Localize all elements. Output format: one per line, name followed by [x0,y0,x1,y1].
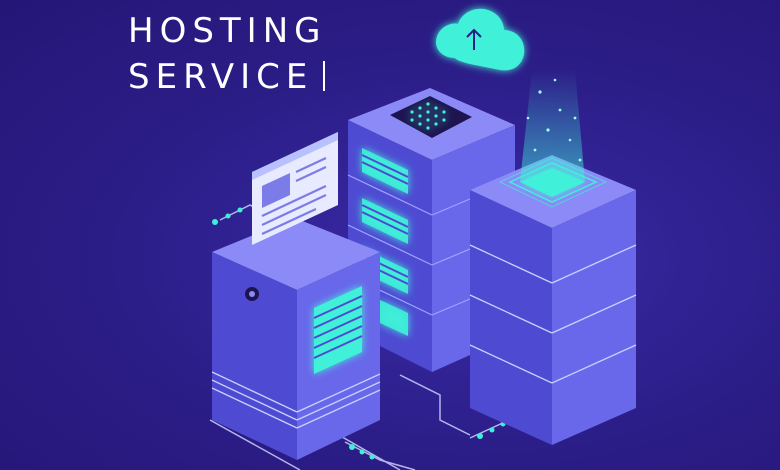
headline: HOSTING SERVICE [128,8,327,100]
headline-line-2: SERVICE [128,54,327,100]
document-icon [252,132,338,245]
headline-line-1: HOSTING [128,11,327,51]
server-front-left [211,218,381,460]
headline-line-2-text: SERVICE [128,57,314,97]
upload-beam [520,70,585,182]
particles [526,78,582,162]
circuit-nodes [212,207,506,460]
text-cursor [323,61,326,91]
chip-icon [390,96,472,138]
server-front-right [469,155,637,445]
cloud-upload-icon [435,8,525,71]
